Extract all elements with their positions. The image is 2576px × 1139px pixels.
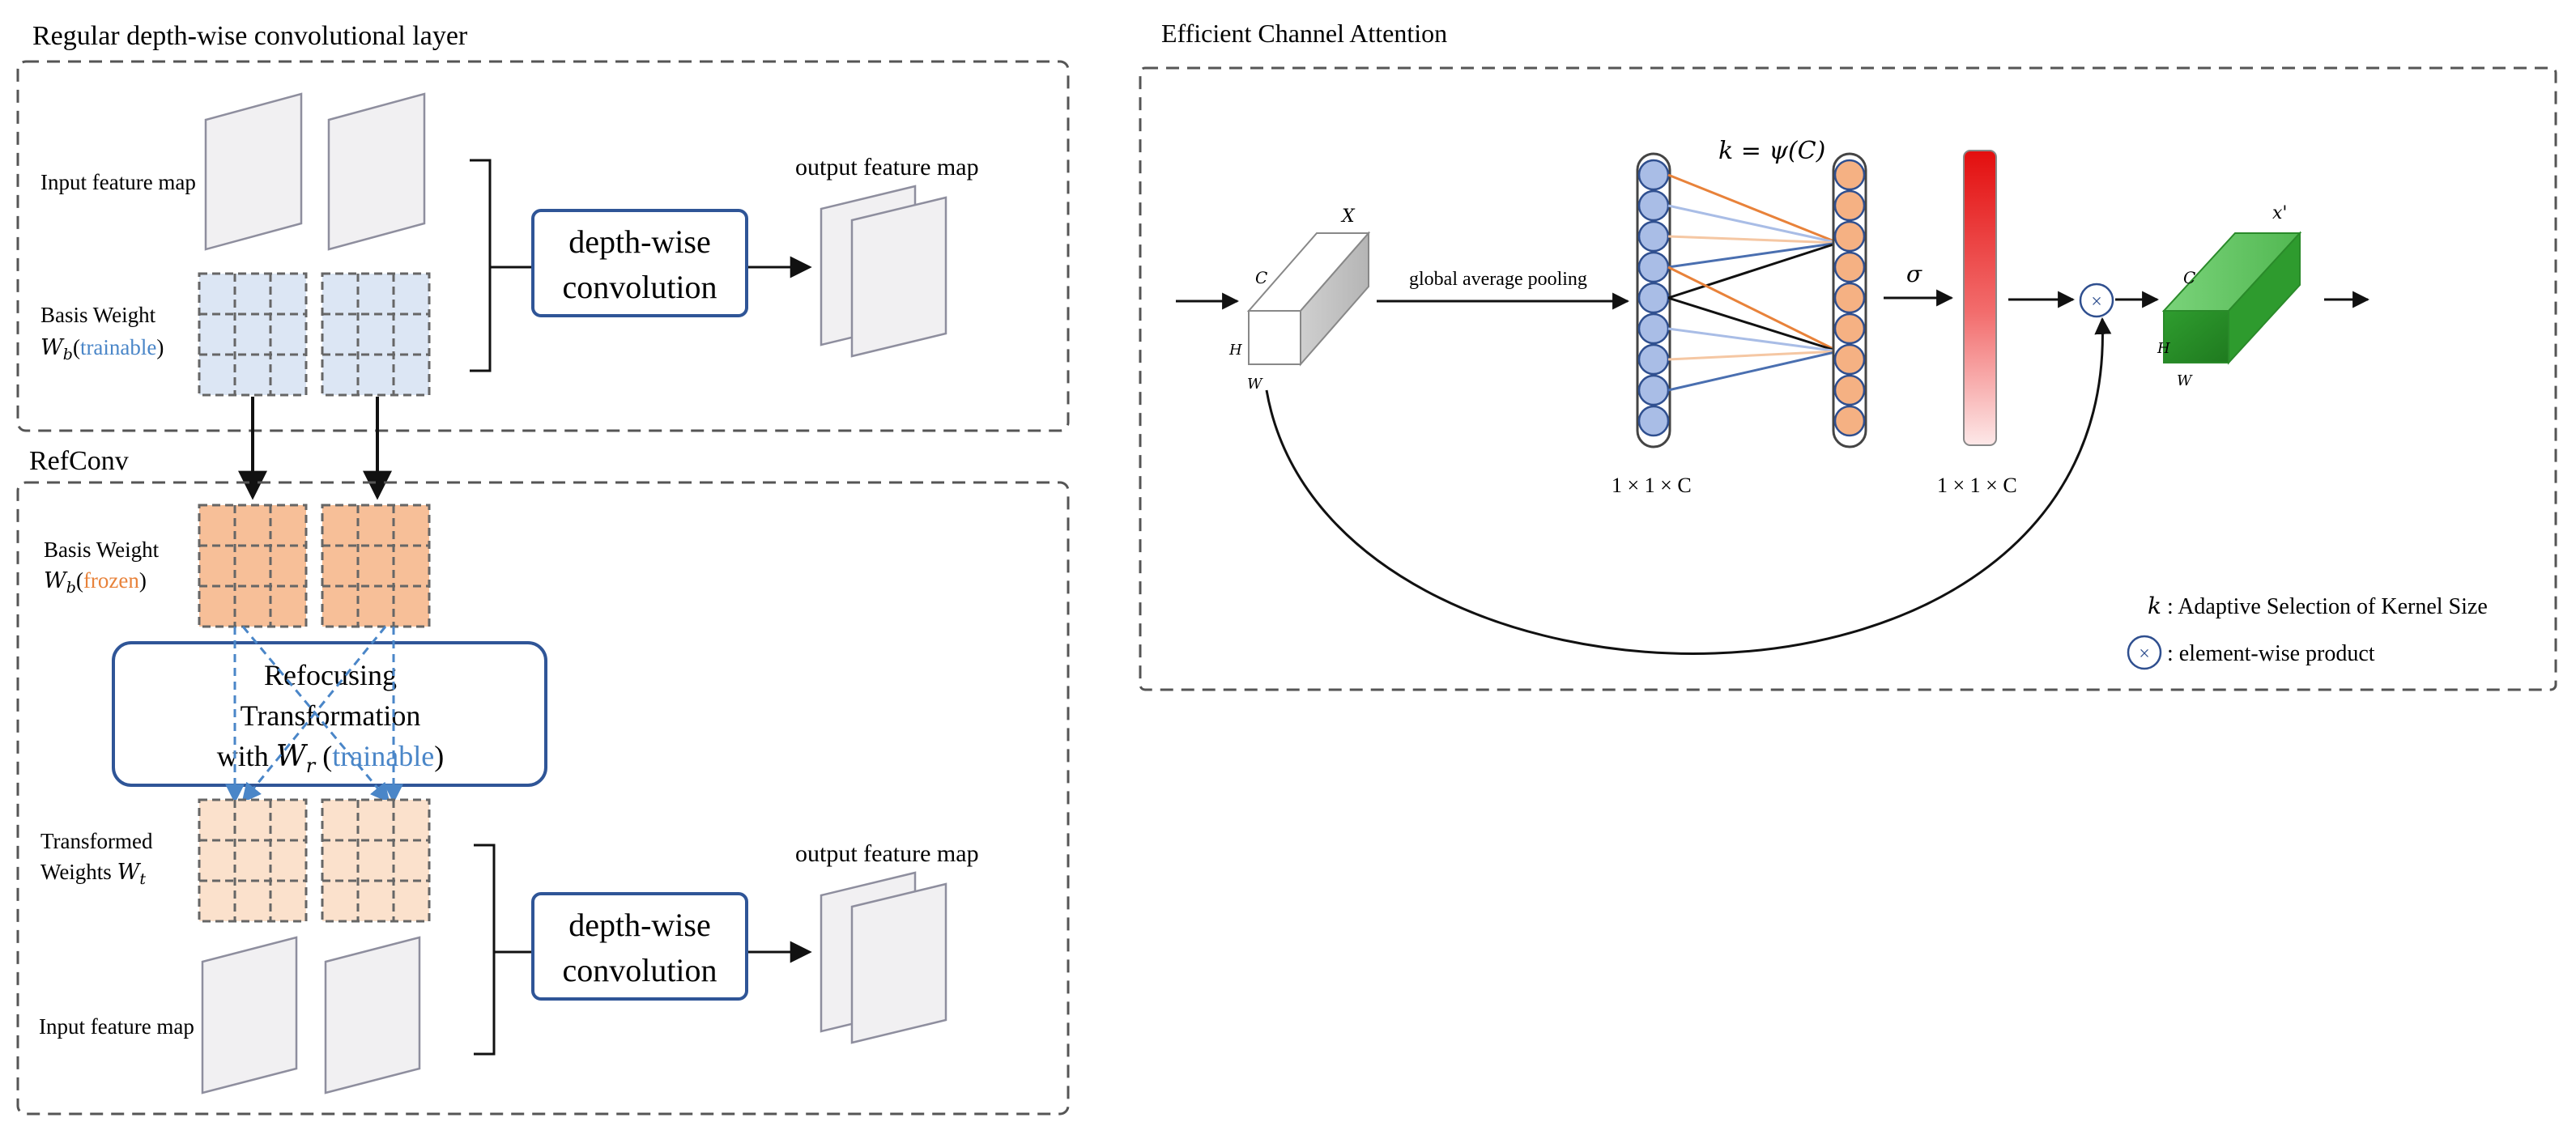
depthwise-conv-box-bottom bbox=[531, 892, 748, 1001]
output-feature-map-top-front bbox=[850, 196, 947, 358]
legend-product-text: : element-wise product bbox=[2167, 641, 2375, 666]
dim-label-1: 1 × 1 × C bbox=[1612, 474, 1692, 497]
wb-trainable-label: Wb(trainable) bbox=[40, 335, 164, 363]
refocusing-transformation-box bbox=[112, 641, 547, 787]
skip-connection-curve bbox=[1265, 317, 2112, 655]
eca-section-box bbox=[1139, 66, 2557, 691]
attention-weight-bar bbox=[1963, 150, 1997, 446]
refconv-section-box bbox=[16, 481, 1070, 1116]
output-tensor-cuboid bbox=[2161, 231, 2302, 365]
eca-section-title: Efficient Channel Attention bbox=[1161, 19, 1447, 48]
orange-nodes bbox=[1833, 159, 1866, 437]
gap-label: global average pooling bbox=[1409, 269, 1587, 290]
legend-product-icon bbox=[2127, 635, 2162, 670]
transformed-weight-grid-2 bbox=[321, 798, 431, 923]
regular-section-title: Regular depth-wise convolutional layer bbox=[32, 21, 468, 51]
input-feature-map-label-top: Input feature map bbox=[40, 170, 196, 194]
refocus-line1: Refocusing bbox=[264, 659, 397, 691]
transformed-weights-label-2: Weights Wt bbox=[40, 860, 146, 888]
refconv-section-title: RefConv bbox=[29, 446, 129, 476]
legend-product-symbol: × bbox=[2139, 644, 2150, 665]
element-wise-product-symbol: × bbox=[2091, 291, 2102, 312]
legend-kernel-size: k : Adaptive Selection of Kernel Size bbox=[2148, 593, 2488, 619]
input-feature-map-1 bbox=[204, 92, 303, 251]
input-tensor-cuboid bbox=[1246, 231, 1371, 367]
blue-nodes bbox=[1637, 159, 1670, 437]
depthwise-conv-top-line1: depth-wise bbox=[568, 223, 711, 260]
c-label-input: C bbox=[1255, 268, 1267, 287]
frozen-weight-grid-2 bbox=[321, 504, 431, 628]
refocus-dashed-arrows bbox=[225, 626, 403, 804]
dim-label-2: 1 × 1 × C bbox=[1937, 474, 2017, 497]
depthwise-conv-top-line2: convolution bbox=[562, 269, 717, 305]
output-feature-map-label-top: output feature map bbox=[795, 154, 979, 181]
c-label-output: C bbox=[2183, 268, 2195, 287]
connection-lines bbox=[1667, 173, 1839, 392]
frozen-weight-grid-1 bbox=[198, 504, 308, 628]
refocus-line3: with Wr (trainable) bbox=[217, 740, 444, 777]
input-feature-map-bottom-1 bbox=[201, 936, 298, 1094]
transformed-weights-label-1: Transformed bbox=[40, 829, 153, 853]
element-wise-product-icon bbox=[2079, 283, 2114, 318]
transformed-weight-grid-1 bbox=[198, 798, 308, 923]
depthwise-conv-bottom-line1: depth-wise bbox=[568, 907, 711, 943]
basis-weight-grid-1 bbox=[198, 272, 308, 397]
basis-weight-label-frozen: Basis Weight bbox=[44, 538, 160, 562]
basis-weight-grid-2 bbox=[321, 272, 431, 397]
refconv-bracket bbox=[474, 844, 496, 1056]
input-feature-map-bottom-2 bbox=[324, 936, 421, 1094]
input-feature-map-label-bottom: Input feature map bbox=[39, 1014, 194, 1039]
output-feature-map-bottom-front bbox=[850, 882, 947, 1044]
h-label-input: H bbox=[1228, 342, 1242, 359]
regular-bracket bbox=[470, 159, 492, 372]
k-formula: k = ψ(C) bbox=[1718, 137, 1825, 165]
depthwise-conv-bottom-line2: convolution bbox=[562, 952, 717, 988]
w-label-output: W bbox=[2177, 372, 2193, 389]
wb-frozen-label: Wb(frozen) bbox=[44, 568, 147, 597]
w-label-input: W bbox=[1247, 376, 1263, 393]
x-label: X bbox=[1340, 206, 1356, 227]
output-feature-map-label-bottom: output feature map bbox=[795, 840, 979, 867]
refocus-line2: Transformation bbox=[241, 699, 421, 732]
regular-section-box bbox=[16, 60, 1070, 432]
x-prime-label: x' bbox=[2272, 203, 2287, 223]
h-label-output: H bbox=[2157, 340, 2170, 357]
sigma-label: σ bbox=[1906, 261, 1922, 287]
basis-weight-label-top: Basis Weight bbox=[40, 303, 156, 327]
depthwise-conv-box-top bbox=[531, 209, 748, 317]
input-feature-map-2 bbox=[327, 92, 426, 251]
